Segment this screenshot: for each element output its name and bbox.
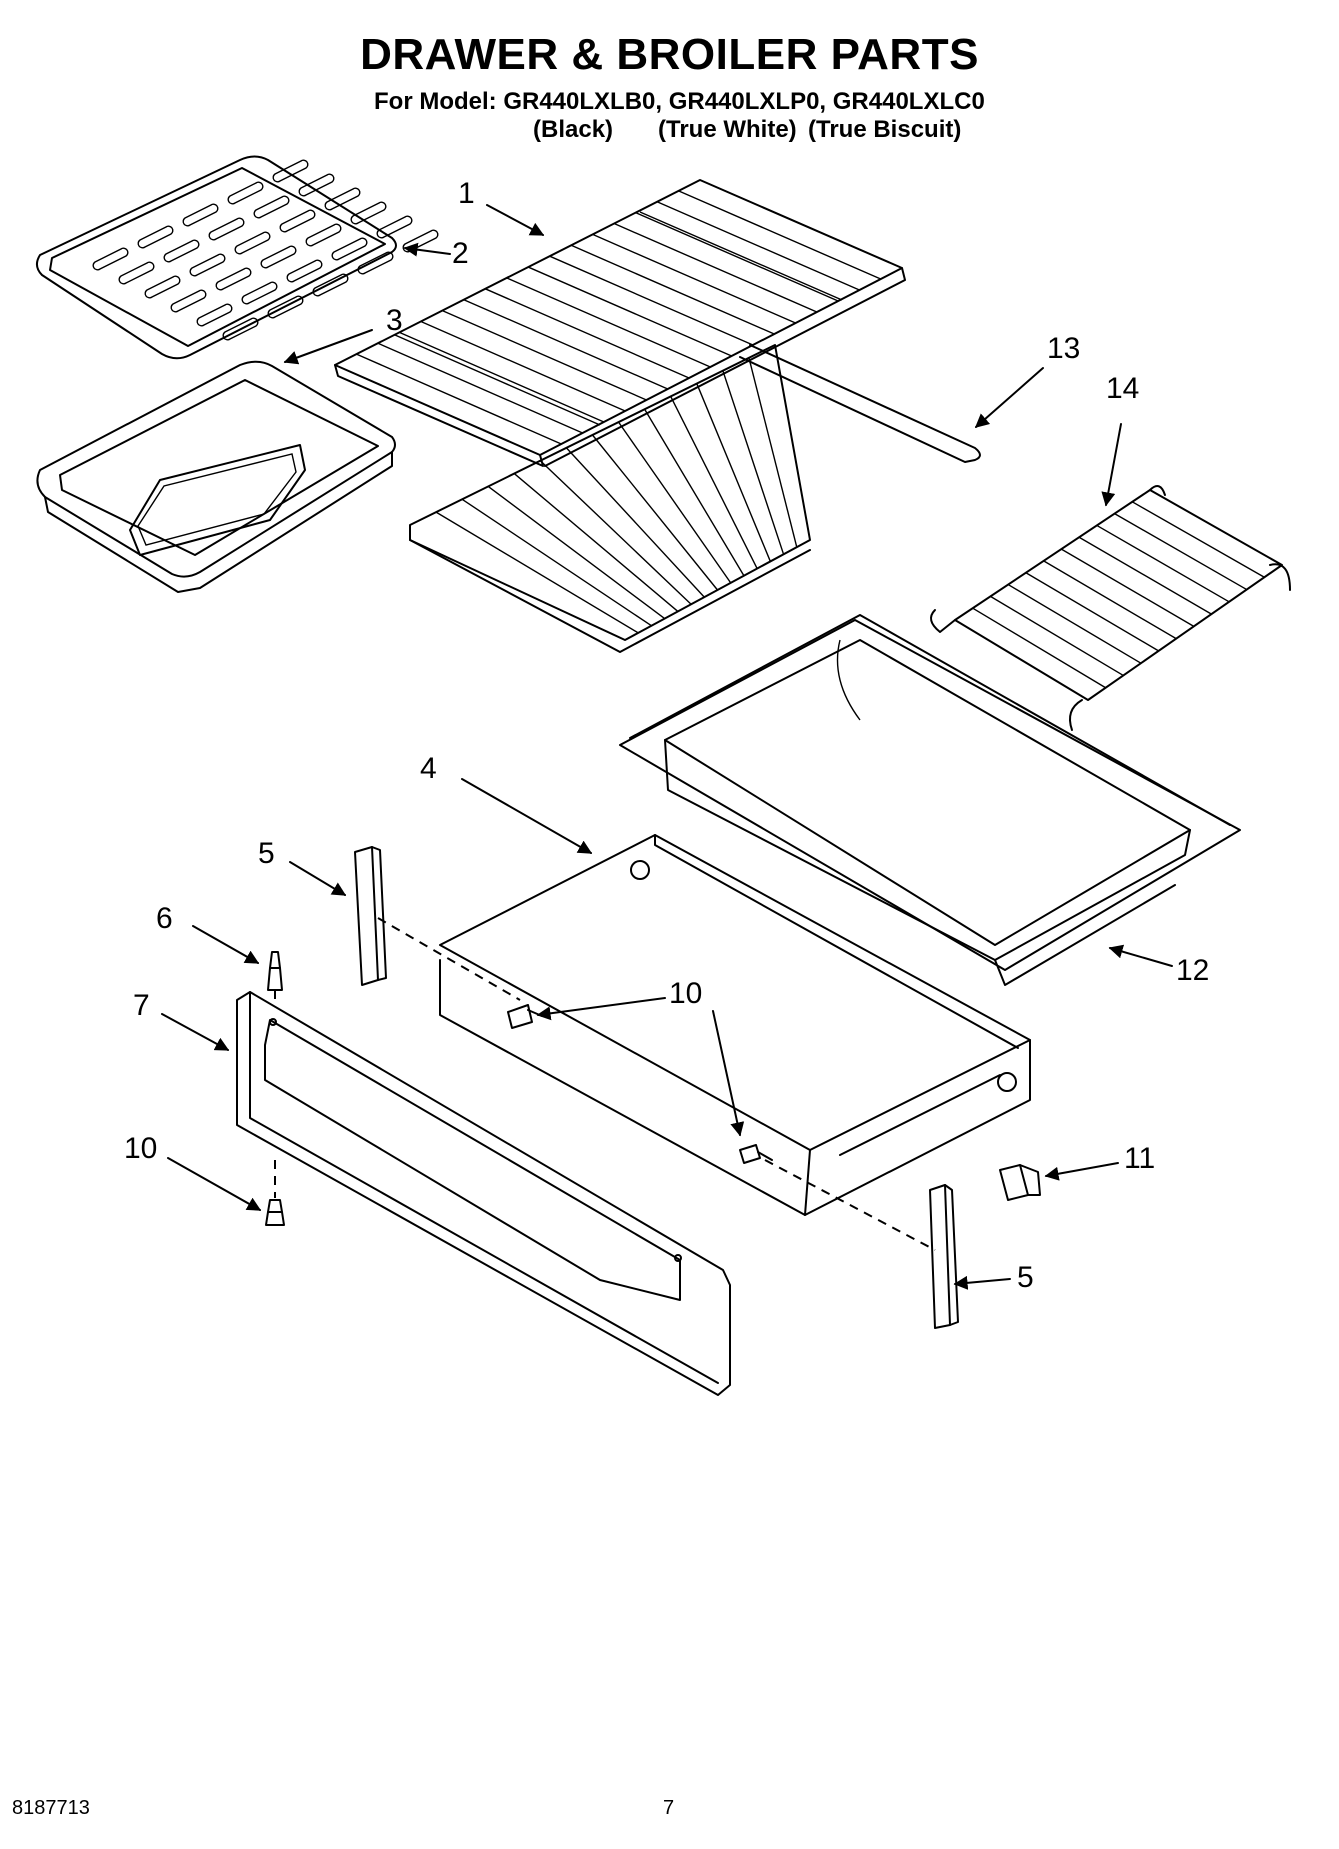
callout-11: 11 (1124, 1142, 1155, 1175)
callout-10-box: 10 (669, 977, 702, 1010)
screw-box-right (739, 1144, 773, 1164)
drawer-front (236, 991, 731, 1396)
broiler-pan (36, 360, 396, 593)
variant-true-biscuit: (True Biscuit) (808, 116, 962, 143)
wire-rack (930, 485, 1291, 731)
leader-lines (161, 204, 1173, 1290)
drawer-slide-bracket-right (929, 1184, 959, 1329)
callout-5-left: 5 (258, 837, 275, 870)
drawer-box (439, 834, 1031, 1216)
callout-2: 2 (452, 237, 469, 270)
page-number: 7 (663, 1797, 675, 1819)
callout-5-right: 5 (1017, 1261, 1034, 1294)
model-list: For Model: GR440LXLB0, GR440LXLP0, GR440… (374, 88, 985, 115)
callout-10-front: 10 (124, 1132, 157, 1165)
screw-front-lower (265, 1199, 285, 1226)
callout-6: 6 (156, 902, 173, 935)
callout-7: 7 (133, 989, 150, 1022)
variant-true-white: (True White) (658, 116, 797, 143)
drawer-slide-bracket-left (354, 846, 387, 986)
callout-1: 1 (458, 177, 475, 210)
drawer-clip (999, 1164, 1041, 1201)
callout-14: 14 (1106, 372, 1139, 405)
broiler-pan-grid (36, 155, 439, 360)
variant-black: (Black) (533, 116, 614, 143)
lower-rack (409, 344, 811, 653)
callout-13: 13 (1047, 332, 1080, 365)
page-title: DRAWER & BROILER PARTS (360, 30, 979, 79)
stud (267, 951, 283, 991)
drawer-tray (619, 614, 1241, 986)
callout-3: 3 (386, 304, 403, 337)
callout-12: 12 (1176, 954, 1209, 987)
oven-rack (334, 179, 981, 467)
screw-box-left (507, 1004, 543, 1029)
callout-4: 4 (420, 752, 437, 785)
document-number: 8187713 (12, 1797, 90, 1819)
